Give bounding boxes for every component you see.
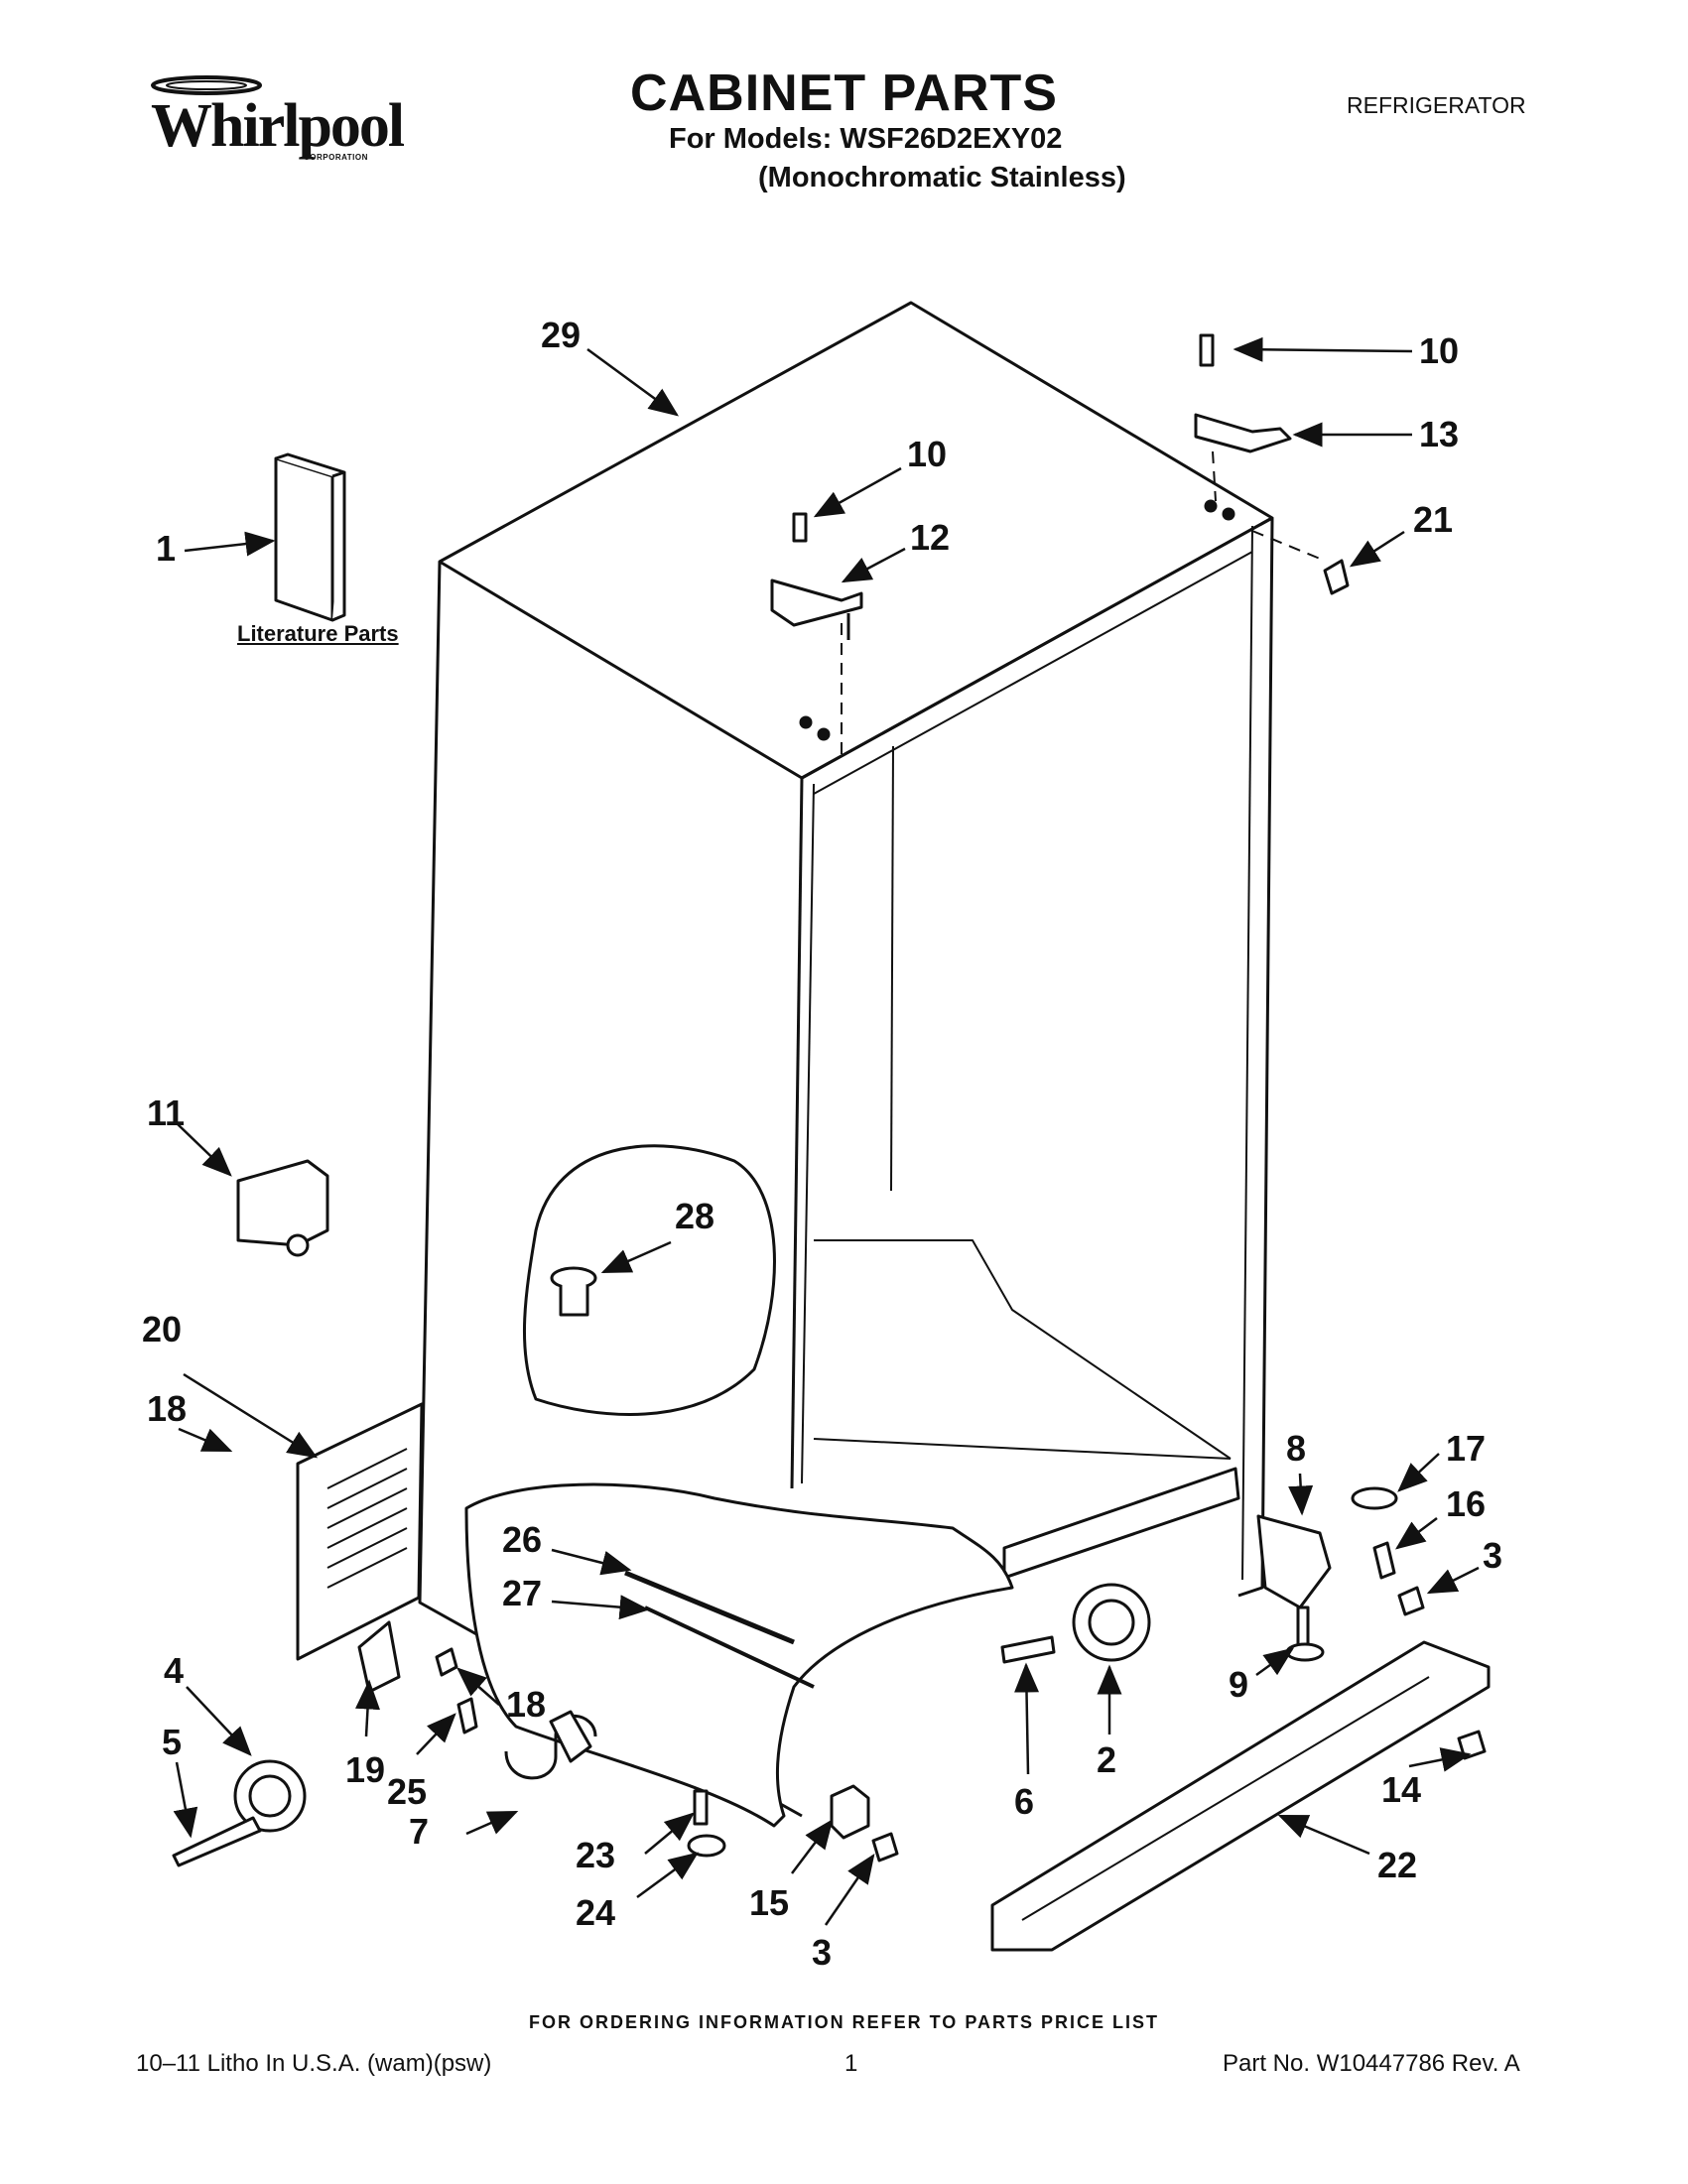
callout-16: 16	[1446, 1483, 1487, 1524]
models-line: For Models: WSF26D2EXY02	[669, 123, 1063, 155]
part-25-screw	[456, 1697, 478, 1734]
part-1-literature	[274, 456, 334, 622]
part-23-screw	[693, 1789, 709, 1826]
logo-corporation: CORPORATION	[304, 153, 368, 162]
litho-info: 10–11 Litho In U.S.A. (wam)(psw)	[136, 2050, 492, 2077]
part-5-axle	[172, 1816, 262, 1867]
whirlpool-logo: Whirlpool CORPORATION	[137, 65, 405, 175]
callout-15: 15	[749, 1882, 790, 1923]
callout-11: 11	[147, 1092, 186, 1133]
callout-6: 6	[1014, 1781, 1035, 1822]
logo-swoosh-icon	[151, 75, 262, 95]
part-8-bracket	[1256, 1514, 1332, 1609]
callout-10-top: 10	[1419, 330, 1460, 371]
ordering-note: FOR ORDERING INFORMATION REFER TO PARTS …	[528, 2012, 1159, 2032]
callout-24: 24	[576, 1892, 616, 1933]
callout-8: 8	[1286, 1428, 1307, 1469]
page-number: 1	[844, 2050, 858, 2077]
callout-27: 27	[502, 1573, 543, 1613]
appliance-category: REFRIGERATOR	[1347, 92, 1526, 118]
callout-22: 22	[1377, 1845, 1418, 1885]
part-22-base-grille	[990, 1640, 1491, 1952]
part-24-washer	[687, 1834, 726, 1858]
callout-7: 7	[409, 1811, 430, 1852]
part-3-lower-screw	[871, 1832, 899, 1863]
part-19-bracket	[357, 1620, 401, 1694]
callout-25: 25	[387, 1771, 428, 1812]
callout-2: 2	[1097, 1739, 1117, 1780]
part-11-valve	[236, 1159, 329, 1247]
part-12-hinge	[770, 578, 863, 627]
part-3-right-screw	[1397, 1586, 1425, 1616]
part-4-wheel	[233, 1759, 307, 1833]
part-9-leveler	[1296, 1606, 1310, 1649]
variant-line: (Monochromatic Stainless)	[758, 162, 1126, 193]
callout-20: 20	[142, 1309, 183, 1349]
logo-wordmark: Whirlpool	[151, 92, 405, 160]
part-26-tube	[624, 1570, 795, 1645]
part-6-axle	[1000, 1635, 1056, 1664]
part-18-screw	[435, 1647, 458, 1677]
callout-21: 21	[1413, 499, 1454, 540]
callout-18-left: 18	[147, 1388, 188, 1429]
callout-13: 13	[1419, 414, 1460, 454]
part-21	[1323, 559, 1350, 595]
cabinet-front-left-edge	[790, 777, 804, 1489]
callout-18-lower: 18	[506, 1684, 547, 1725]
part-10-screw	[792, 512, 808, 543]
callout-26: 26	[502, 1519, 543, 1560]
cutaway-upper	[522, 1144, 776, 1416]
part-17-cam	[1351, 1486, 1398, 1510]
part-13-hinge	[1194, 413, 1292, 453]
callout-17: 17	[1446, 1428, 1487, 1469]
callout-14: 14	[1381, 1769, 1422, 1810]
callout-4: 4	[164, 1650, 185, 1691]
callout-3-lower: 3	[812, 1932, 833, 1973]
part-15-bracket	[830, 1784, 870, 1840]
part-number: Part No. W10447786 Rev. A	[1223, 2050, 1520, 2077]
part-10-top-screw	[1199, 333, 1215, 367]
cabinet-top	[438, 301, 1274, 780]
part-2-wheel	[1072, 1583, 1151, 1662]
callout-9: 9	[1229, 1664, 1249, 1705]
callout-29: 29	[541, 315, 582, 355]
callout-12: 12	[910, 517, 951, 558]
literature-parts-link[interactable]: Literature Parts	[237, 621, 399, 646]
part-7-tube	[504, 1714, 597, 1780]
callout-5: 5	[162, 1722, 183, 1762]
part-16-screw	[1372, 1541, 1396, 1580]
page-title: CABINET PARTS	[630, 64, 1058, 122]
part-27-tube	[644, 1606, 815, 1689]
callout-28: 28	[675, 1196, 715, 1236]
callout-3-right: 3	[1483, 1535, 1503, 1576]
callout-10-middle: 10	[907, 434, 948, 474]
callout-23: 23	[576, 1835, 616, 1875]
callout-19: 19	[345, 1749, 386, 1790]
cabinet-front-right-edge	[1237, 517, 1274, 1598]
callout-1: 1	[156, 528, 177, 569]
